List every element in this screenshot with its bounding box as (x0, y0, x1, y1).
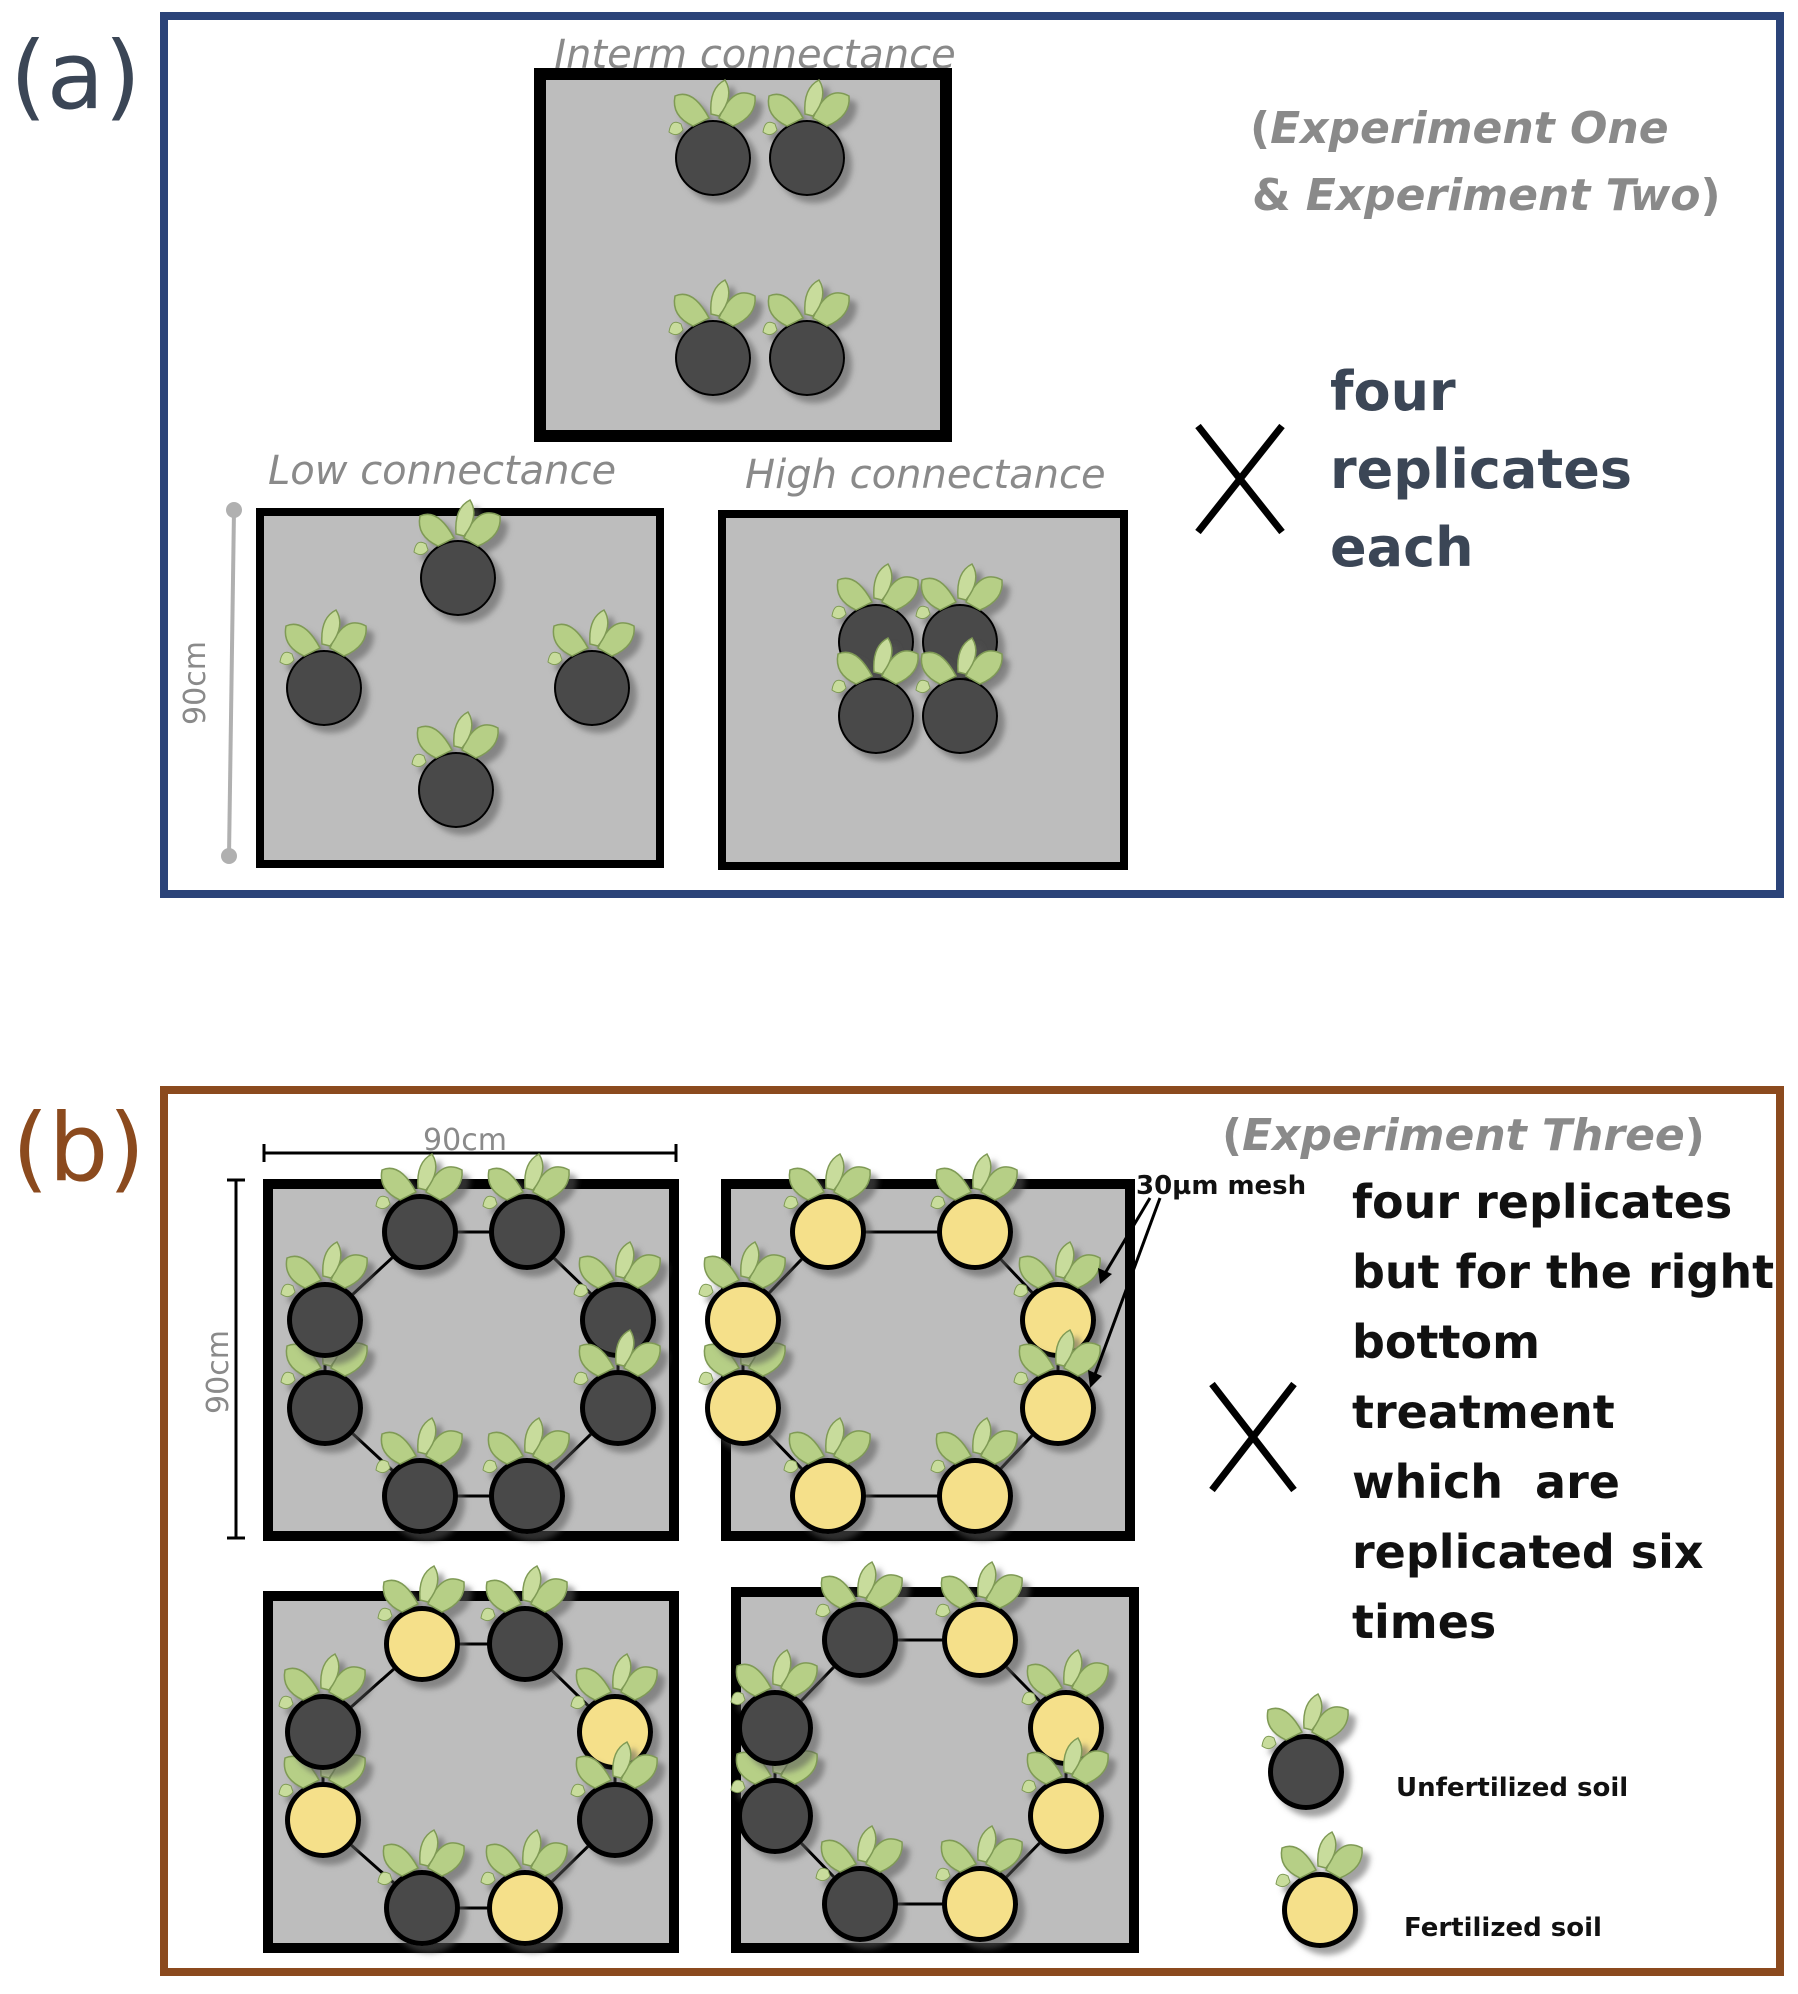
ampersand: & (1252, 170, 1306, 221)
pot-fertilized (479, 1828, 569, 1948)
pot-fertilized (1020, 1736, 1110, 1856)
pot-unfertilized (814, 1560, 904, 1680)
replicates-line: times (1352, 1595, 1496, 1649)
legend: Unfertilized soil Fertilized soil (1260, 1692, 1628, 1950)
pot-unfertilized (569, 1740, 659, 1860)
replicates-line: replicated six (1352, 1525, 1704, 1579)
panel-a: (a) Interm connectance Low connectance (10, 12, 1784, 898)
pot-unfertilized (830, 636, 920, 756)
pot-unfertilized (479, 1564, 569, 1684)
plot-intermediate (534, 68, 952, 442)
svg-text:& Experiment Two): & Experiment Two) (1252, 170, 1721, 221)
pot-fertilized (569, 1652, 659, 1772)
pot-fertilized (1012, 1328, 1102, 1448)
replicates-line: treatment (1352, 1385, 1615, 1439)
height-label: 90cm (201, 1330, 236, 1414)
plot-intermediate-connectance: Interm connectance (534, 32, 956, 442)
pot-fertilized (697, 1328, 787, 1448)
pot-unfertilized (410, 710, 500, 830)
replicates-line: four (1330, 360, 1456, 423)
plot-label-high: High connectance (745, 452, 1106, 498)
legend-pot-unfertilized (1260, 1692, 1350, 1812)
panel-b-frame (160, 1086, 1784, 1976)
pot-fertilized (929, 1416, 1019, 1536)
replicates-line: replicates (1330, 438, 1632, 501)
replicates-line: each (1330, 516, 1474, 579)
pot-fertilized (277, 1740, 367, 1860)
experiment-two-label: Experiment Two (1306, 170, 1701, 221)
mesh-arrows (1088, 1197, 1162, 1388)
pot-fertilized (934, 1824, 1024, 1944)
pot-unfertilized (667, 278, 757, 398)
svg-text:(Experiment One: (Experiment One (1250, 103, 1669, 154)
experiment-label-b: (Experiment Three) (1222, 1110, 1705, 1161)
pot-unfertilized (914, 636, 1004, 756)
pot-unfertilized (761, 78, 851, 198)
pot-unfertilized (412, 498, 502, 618)
times-symbol-b (1209, 1381, 1297, 1493)
plot-low-connectance: Low connectance 90cm (178, 448, 664, 868)
pot-unfertilized (277, 1652, 367, 1772)
pot-unfertilized (481, 1416, 571, 1536)
pot-unfertilized (279, 1328, 369, 1448)
legend-label-fertilized: Fertilized soil (1404, 1913, 1602, 1943)
pot-unfertilized (374, 1152, 464, 1272)
legend-label-unfertilized: Unfertilized soil (1396, 1773, 1628, 1803)
pot-unfertilized (279, 1240, 369, 1360)
pot-fertilized (929, 1152, 1019, 1272)
pot-unfertilized (572, 1240, 662, 1360)
plot-b-top-right: 30µm mesh (697, 1152, 1306, 1541)
replicates-line: bottom (1352, 1315, 1540, 1369)
pot-fertilized (782, 1416, 872, 1536)
plot-b-bottom-right (729, 1560, 1139, 1953)
open-paren: ( (1250, 103, 1270, 154)
pot-fertilized (934, 1560, 1024, 1680)
pot-fertilized (1012, 1240, 1102, 1360)
pot-fertilized (1020, 1648, 1110, 1768)
plot-high-connectance: High connectance (718, 452, 1128, 870)
plot-b-bottom-left (263, 1564, 679, 1953)
height-dimension: 90cm (201, 1178, 245, 1540)
pot-unfertilized (278, 608, 368, 728)
replicates-line: but for the right (1352, 1245, 1774, 1299)
pot-fertilized (376, 1564, 466, 1684)
close-paren: ) (1685, 1110, 1705, 1161)
dimension-label: 90cm (178, 641, 213, 725)
panel-a-frame (160, 12, 1784, 898)
panel-a-letter: (a) (10, 22, 141, 131)
pot-fertilized (782, 1152, 872, 1272)
experiment-label-a: (Experiment One & Experiment Two) (1250, 103, 1721, 221)
panel-b-letter: (b) (12, 1094, 145, 1203)
width-dimension: 90cm (262, 1123, 678, 1162)
pot-unfertilized (667, 78, 757, 198)
pot-fertilized (697, 1240, 787, 1360)
pot-unfertilized (572, 1328, 662, 1448)
dimension-indicator: 90cm (178, 502, 242, 864)
pot-unfertilized (546, 608, 636, 728)
replicates-line: which are (1352, 1455, 1620, 1509)
pot-unfertilized (481, 1152, 571, 1272)
plot-label-low: Low connectance (268, 448, 616, 494)
pot-unfertilized (761, 278, 851, 398)
times-symbol-a (1195, 423, 1285, 535)
panel-b: (b) 90cm 90cm (12, 1086, 1784, 1976)
pot-unfertilized (729, 1648, 819, 1768)
open-paren: ( (1222, 1110, 1242, 1161)
plot-b-top-left (263, 1152, 679, 1541)
width-label: 90cm (423, 1123, 507, 1158)
close-paren: ) (1700, 170, 1720, 221)
pot-unfertilized (374, 1416, 464, 1536)
pot-unfertilized (376, 1828, 466, 1948)
mesh-label: 30µm mesh (1136, 1171, 1306, 1201)
experiment-one-label: Experiment One (1270, 103, 1669, 154)
pot-unfertilized (729, 1736, 819, 1856)
legend-pot-fertilized (1274, 1830, 1364, 1950)
replicates-line: four replicates (1352, 1175, 1732, 1229)
pot-unfertilized (814, 1824, 904, 1944)
experiment-three-label: Experiment Three (1242, 1110, 1685, 1161)
